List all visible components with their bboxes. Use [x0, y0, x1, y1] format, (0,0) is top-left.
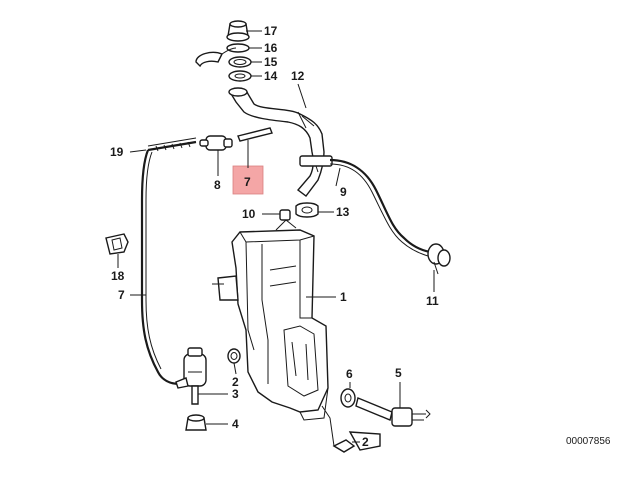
ring-14	[228, 70, 252, 82]
callout-19: 19	[110, 145, 124, 159]
gasket-15	[228, 56, 252, 68]
callout-11: 11	[426, 294, 439, 308]
highlight-box-part-7	[232, 165, 264, 195]
callout-12: 12	[291, 69, 305, 83]
callout-10: 10	[242, 207, 256, 221]
diagram-code: 00007856	[566, 436, 611, 447]
hose-19	[147, 137, 197, 152]
seal-6	[340, 388, 356, 408]
filler-pipe-12	[228, 87, 333, 197]
callout-13: 13	[336, 205, 350, 219]
connector-pipe-7-top	[237, 127, 273, 142]
callout-4: 4	[232, 417, 239, 431]
leader-lines	[117, 30, 435, 443]
callout-7-lower: 7	[118, 288, 125, 302]
callout-2-lower: 2	[362, 435, 369, 449]
clip-18	[105, 233, 129, 255]
callout-16: 16	[264, 41, 278, 55]
grommet-10	[279, 209, 291, 221]
callout-18: 18	[111, 269, 125, 283]
callout-14: 14	[264, 69, 278, 83]
grommet-11	[427, 243, 451, 275]
callout-6: 6	[346, 367, 353, 381]
bracket-clip-2-lower	[321, 405, 381, 453]
check-valve-8	[199, 135, 233, 151]
clamp-13	[295, 202, 319, 218]
callout-15: 15	[264, 55, 278, 69]
pump-grommet-4	[185, 414, 207, 431]
callout-2-upper: 2	[232, 375, 239, 389]
callouts: 17 16 15 14 12 19 8 7 9 10 13 18 7 1 11 …	[110, 24, 439, 449]
callout-9: 9	[340, 185, 347, 199]
cap-seal-16	[195, 43, 250, 68]
callout-3: 3	[232, 387, 239, 401]
callout-1: 1	[340, 290, 347, 304]
washer-hose-7-left	[140, 149, 181, 386]
washer-pump-3	[175, 347, 207, 405]
hose-9	[329, 158, 431, 257]
washer-reservoir-1	[212, 219, 329, 421]
callout-7-highlighted: 7	[244, 175, 251, 189]
callout-5: 5	[395, 366, 402, 380]
callout-8: 8	[214, 178, 221, 192]
filler-cap-17	[226, 20, 250, 42]
level-sensor-5	[355, 397, 431, 427]
nut-2-upper	[227, 348, 241, 364]
callout-17: 17	[264, 24, 278, 38]
